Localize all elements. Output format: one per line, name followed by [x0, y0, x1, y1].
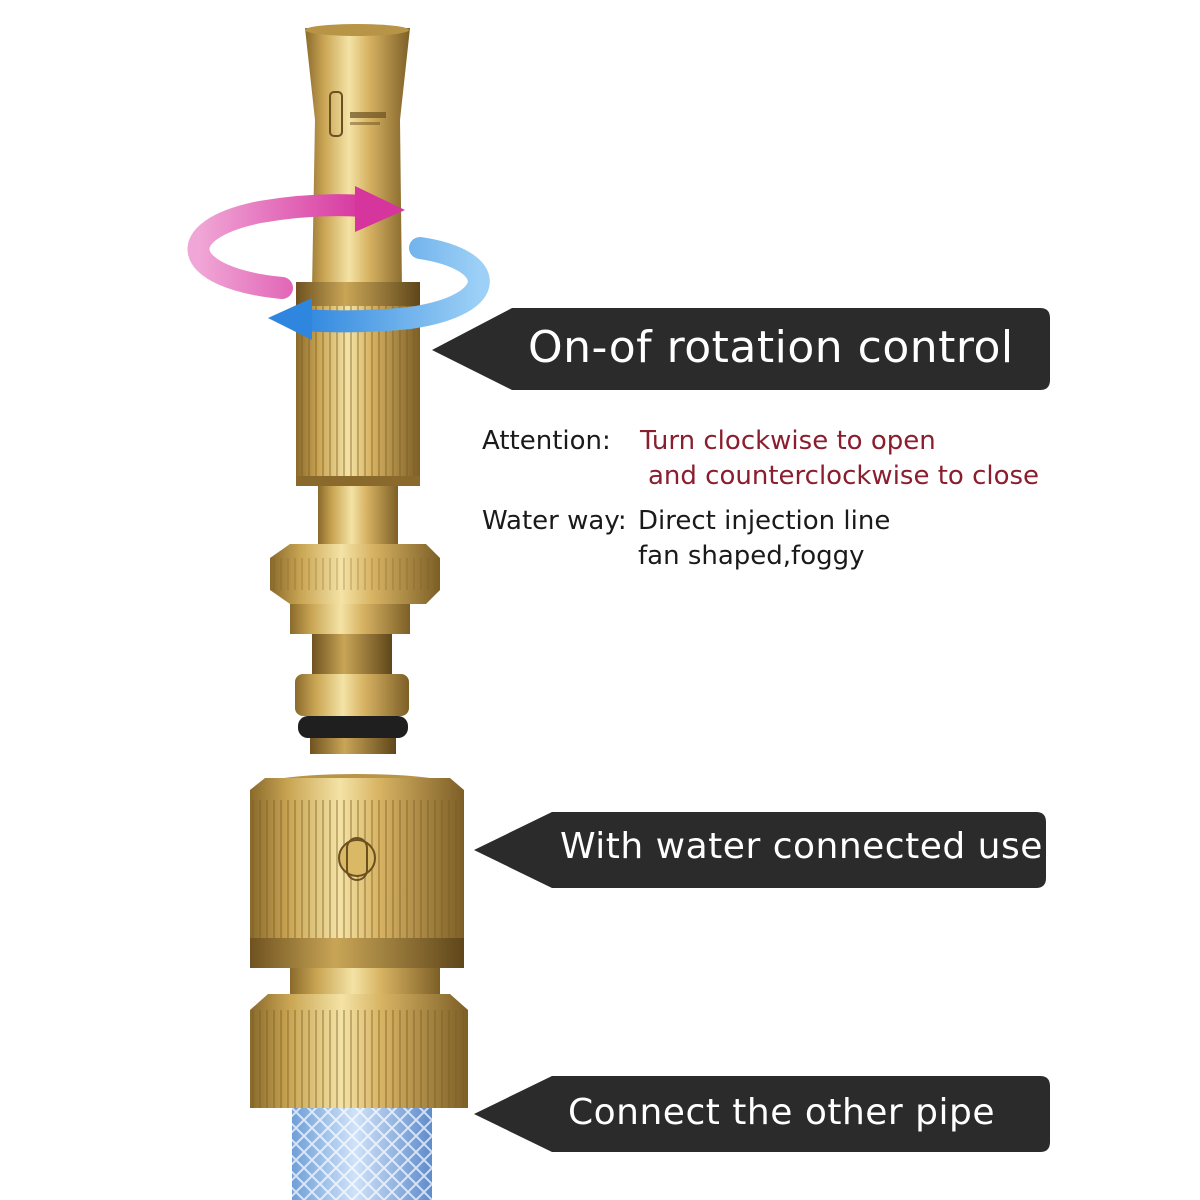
callout-water-connected: [474, 812, 1046, 888]
quick-connect-plug: [290, 604, 410, 754]
nozzle-neck: [318, 486, 398, 544]
rotation-callout-label: On-of rotation control: [528, 322, 1014, 373]
logo-mark-icon: [329, 91, 343, 137]
waterway-line-2: fan shaped,foggy: [638, 541, 865, 571]
callout-rotation: [432, 308, 1050, 390]
connector-nut: [270, 544, 440, 604]
hose-nut: [250, 994, 468, 1108]
rotation-collar[interactable]: [296, 282, 420, 486]
attention-line-1: Turn clockwise to open: [640, 426, 936, 456]
waterway-label: Water way:: [482, 506, 627, 536]
attention-label: Attention:: [482, 426, 611, 456]
other-pipe-callout-label: Connect the other pipe: [568, 1092, 996, 1133]
release-button-icon: [346, 837, 368, 881]
water-connected-callout-label: With water connected use: [560, 826, 1043, 867]
attention-line-2: and counterclockwise to close: [648, 461, 1040, 491]
hose: [292, 1108, 432, 1200]
waterway-line-1: Direct injection line: [638, 506, 891, 536]
nozzle-barrel: [305, 24, 410, 290]
callout-other-pipe: [474, 1076, 1050, 1152]
hose-coupler: [250, 774, 464, 968]
o-ring: [298, 716, 408, 738]
rotation-arrow-icon: [187, 186, 490, 340]
